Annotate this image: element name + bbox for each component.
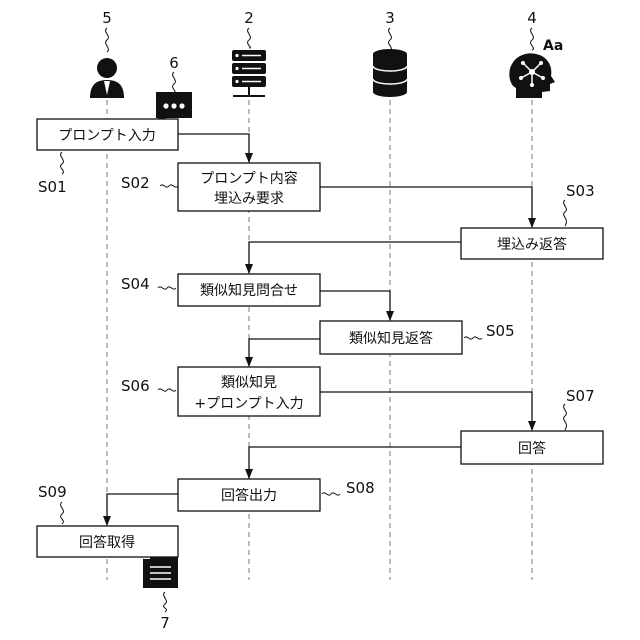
step-box-s06: 類似知見 +プロンプト入力 bbox=[178, 367, 320, 416]
actor-ref-7: 7 bbox=[160, 614, 170, 632]
step-text-s05: 類似知見返答 bbox=[349, 330, 433, 347]
step-id-s04: S04 bbox=[121, 275, 150, 293]
leader-s08 bbox=[322, 493, 340, 495]
step-id-s02: S02 bbox=[121, 174, 150, 192]
step-box-s07: 回答 bbox=[461, 431, 603, 464]
actor-ref-5: 5 bbox=[102, 9, 112, 27]
arrow-s07-s08 bbox=[249, 447, 461, 478]
leader-s05 bbox=[464, 337, 482, 339]
step-id-s05: S05 bbox=[486, 322, 515, 340]
ref-leader-3 bbox=[389, 28, 392, 50]
step-box-s01: プロンプト入力 bbox=[37, 119, 178, 150]
user-icon bbox=[90, 58, 124, 98]
step-id-s09: S09 bbox=[38, 483, 67, 501]
database-icon bbox=[373, 49, 407, 97]
step-text-s06-line1: 類似知見 bbox=[221, 374, 277, 391]
leader-s06 bbox=[158, 389, 176, 391]
step-text-s08: 回答出力 bbox=[221, 487, 277, 504]
step-id-s03: S03 bbox=[566, 182, 595, 200]
step-text-s01: プロンプト入力 bbox=[58, 128, 156, 144]
ref-leader-4 bbox=[531, 28, 534, 50]
step-text-s06-line2: +プロンプト入力 bbox=[194, 396, 303, 412]
step-text-s04: 類似知見問合せ bbox=[200, 282, 298, 299]
step-text-s03: 埋込み返答 bbox=[497, 236, 567, 253]
step-box-s02: プロンプト内容 埋込み要求 bbox=[178, 163, 320, 211]
step-text-s07: 回答 bbox=[518, 440, 546, 457]
step-box-s04: 類似知見問合せ bbox=[178, 274, 320, 306]
arrow-s01-s02 bbox=[178, 134, 249, 162]
server-icon bbox=[232, 50, 266, 96]
ref-leader-2 bbox=[248, 28, 251, 48]
ref-leader-5 bbox=[106, 28, 109, 52]
step-id-s06: S06 bbox=[121, 377, 150, 395]
actor-ref-3: 3 bbox=[385, 9, 395, 27]
arrow-s05-s06 bbox=[249, 339, 320, 366]
step-id-s08: S08 bbox=[346, 479, 375, 497]
ref-leader-7 bbox=[164, 592, 167, 612]
ai-head-icon: Aa bbox=[509, 38, 563, 98]
step-text-s02-line2: 埋込み要求 bbox=[214, 191, 284, 207]
arrow-s08-s09 bbox=[107, 494, 178, 525]
arrow-s06-s07 bbox=[320, 392, 532, 430]
leader-s01 bbox=[61, 152, 64, 174]
step-text-s02-line1: プロンプト内容 bbox=[200, 170, 298, 187]
step-box-s09: 回答取得 bbox=[37, 526, 178, 557]
arrow-s03-s04 bbox=[249, 242, 461, 273]
step-text-s09: 回答取得 bbox=[79, 534, 135, 551]
ai-head-icon-text: Aa bbox=[543, 38, 563, 54]
leader-s02 bbox=[160, 185, 178, 187]
actor-ref-6: 6 bbox=[169, 54, 179, 72]
leader-s04 bbox=[158, 287, 176, 289]
step-box-s08: 回答出力 bbox=[178, 479, 320, 511]
actor-ref-4: 4 bbox=[527, 9, 537, 27]
leader-s07 bbox=[564, 404, 567, 430]
step-box-s05: 類似知見返答 bbox=[320, 321, 462, 354]
arrow-s02-s03 bbox=[320, 187, 532, 227]
arrow-s04-s05 bbox=[320, 291, 390, 320]
step-id-s07: S07 bbox=[566, 387, 595, 405]
ref-leader-6 bbox=[173, 72, 176, 94]
step-box-s03: 埋込み返答 bbox=[461, 228, 603, 259]
leader-s03 bbox=[564, 200, 567, 226]
actor-ref-2: 2 bbox=[244, 9, 254, 27]
step-id-s01: S01 bbox=[38, 178, 67, 196]
leader-s09 bbox=[61, 502, 64, 524]
